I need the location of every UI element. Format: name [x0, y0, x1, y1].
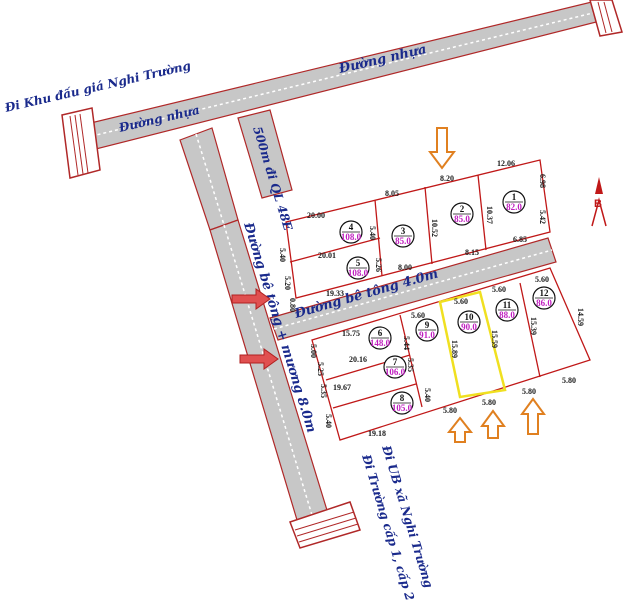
dim-label: 5.35: [406, 358, 415, 372]
lot-number: 12: [540, 288, 550, 298]
orange-arrow-top: [428, 127, 456, 170]
dim-label: 5.40: [324, 414, 333, 428]
lot-number: 2: [460, 204, 465, 214]
dim-label: 5.00: [309, 344, 318, 358]
dim-label: 8.20: [440, 174, 454, 183]
dim-label: 0.80: [288, 298, 297, 312]
orange-arrow-bottom-1: [446, 416, 474, 443]
dim-label: 5.60: [411, 311, 425, 320]
lot-9: 991.0: [415, 318, 439, 342]
lot-number: 7: [393, 357, 398, 367]
lot-boundaries: [285, 159, 591, 441]
lot-area: 108.0: [348, 268, 369, 278]
dim-label: 5.60: [492, 285, 506, 294]
dim-label: 5.26: [374, 258, 383, 272]
dim-label: 20.16: [349, 355, 367, 364]
lot-area: 105.0: [392, 403, 413, 413]
dim-label: 15.39: [529, 317, 538, 335]
lot-markers: 182.0285.0385.04108.05108.06148.07106.08…: [339, 190, 556, 415]
red-arrow-2: [239, 348, 279, 370]
lot-area: 85.0: [454, 214, 470, 224]
lot-area: 88.0: [499, 310, 515, 320]
dim-label: 19.33: [326, 289, 344, 298]
dim-label: 19.18: [368, 429, 386, 438]
highlight-lot-10: [438, 290, 507, 399]
orange-arrow-bottom-2: [480, 409, 506, 439]
compass-label: B: [594, 198, 602, 210]
road-end-bottom: [289, 501, 361, 549]
dim-label: 5.60: [535, 275, 549, 284]
lot-area: 90.0: [461, 322, 477, 332]
dim-label: 8.15: [465, 248, 479, 257]
dim-label: 5.35: [319, 384, 328, 398]
dim-label: 15.75: [342, 329, 360, 338]
red-arrow-1: [231, 288, 271, 310]
dim-label: 5.40: [278, 248, 287, 262]
dim-label: 5.80: [522, 387, 536, 396]
dim-label: 5.40: [368, 226, 377, 240]
lot-number: 10: [465, 312, 475, 322]
dim-label: 5.20: [283, 276, 292, 290]
dim-label: 5.60: [454, 297, 468, 306]
dimensions: 12.06 8.20 8.05 20.00 5.40 10.52 10.37 6…: [278, 159, 585, 438]
dim-label: 5.40: [423, 388, 432, 402]
lot-number: 1: [512, 192, 517, 202]
lot-number: 3: [401, 226, 406, 236]
dim-label: 20.01: [318, 251, 336, 260]
dim-label: 12.06: [497, 159, 515, 168]
dim-label: 5.80: [482, 398, 496, 407]
lot-area: 91.0: [419, 330, 435, 340]
dim-label: 20.00: [307, 211, 325, 220]
lot-area: 106.0: [385, 367, 406, 377]
lot-area: 85.0: [395, 236, 411, 246]
dim-label: 6.98: [538, 174, 547, 188]
dim-label: 5.44: [402, 336, 411, 350]
dim-label: 15.59: [490, 330, 499, 348]
lot-area: 148.0: [370, 338, 391, 348]
dim-label: 15.89: [450, 340, 459, 358]
dim-label: 10.37: [485, 206, 494, 224]
dim-label: 8.05: [385, 189, 399, 198]
dim-label: 14.59: [576, 308, 585, 326]
lot-2: 285.0: [450, 202, 474, 226]
dim-label: 8.00: [398, 263, 412, 272]
dim-label: 5.42: [538, 210, 547, 224]
lot-number: 5: [356, 258, 361, 268]
lot-number: 11: [503, 300, 512, 310]
dim-label: 5.80: [562, 376, 576, 385]
road-network: [61, 0, 623, 549]
lot-number: 6: [378, 328, 383, 338]
road-end-right: [589, 0, 623, 37]
lot-number: 9: [425, 320, 430, 330]
dim-label: 5.25: [316, 362, 325, 376]
orange-arrow-bottom-3: [520, 397, 546, 435]
lot-area: 82.0: [506, 202, 522, 212]
road-end-left: [61, 107, 101, 179]
lot-1: 182.0: [502, 190, 526, 214]
lot-number: 8: [400, 393, 405, 403]
dim-label: 5.80: [443, 406, 457, 415]
north-compass-icon: B: [591, 177, 607, 227]
lot-3: 385.0: [391, 224, 415, 248]
dim-label: 10.52: [430, 219, 439, 237]
dim-label: 19.67: [333, 383, 351, 392]
dim-label: 6.85: [513, 235, 527, 244]
lot-area: 86.0: [536, 298, 552, 308]
lot-number: 4: [349, 222, 354, 232]
lot-area: 108.0: [341, 232, 362, 242]
